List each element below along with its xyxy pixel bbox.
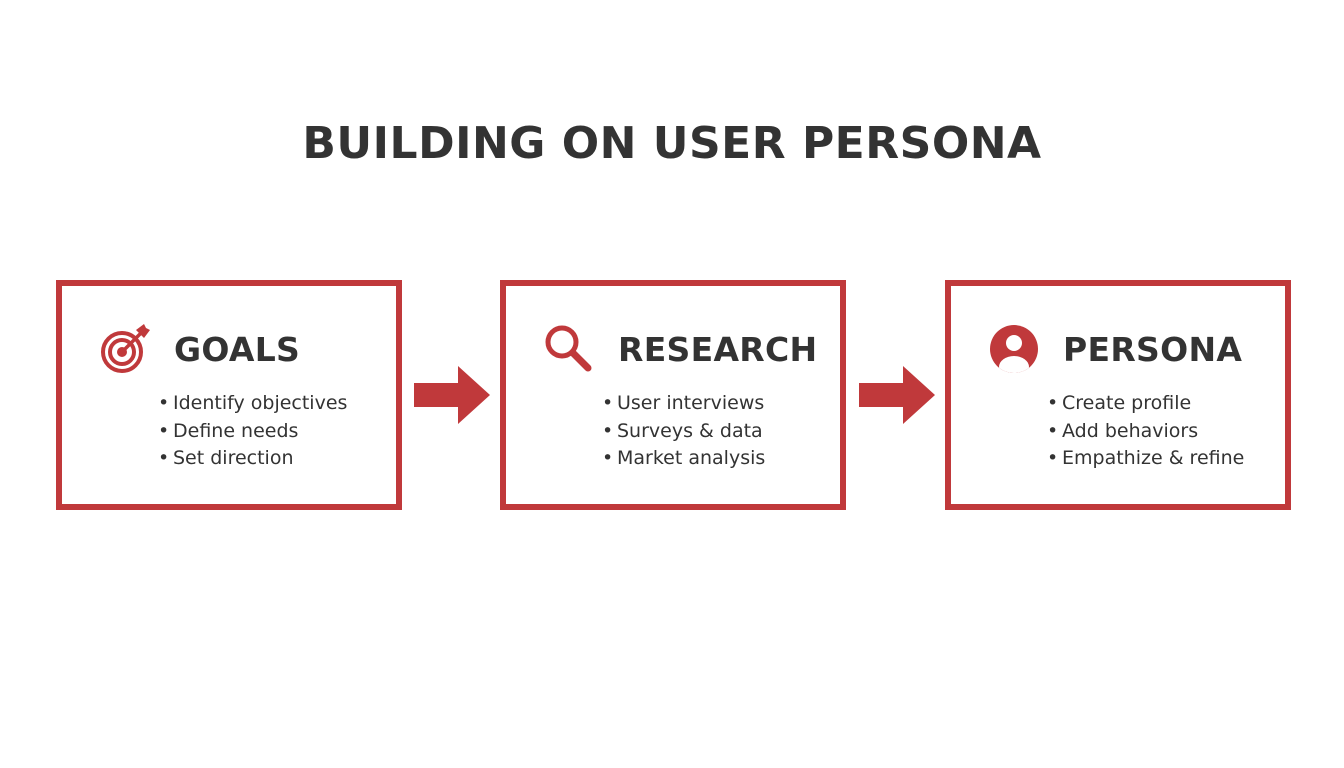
list-item: User interviews [602,390,765,418]
list-item: Set direction [158,445,347,473]
step-heading-research: RESEARCH [618,329,818,369]
list-item: Define needs [158,418,347,446]
arrow-right-icon [859,366,935,424]
step-list-goals: Identify objectives Define needs Set dir… [158,390,347,473]
list-item: Identify objectives [158,390,347,418]
step-box-persona: PERSONA Create profile Add behaviors Emp… [945,280,1291,510]
step-header-persona: PERSONA [987,322,1242,376]
step-heading-persona: PERSONA [1063,329,1243,369]
list-item: Empathize & refine [1047,445,1244,473]
step-heading-goals: GOALS [174,329,301,369]
list-item: Add behaviors [1047,418,1244,446]
step-box-goals: GOALS Identify objectives Define needs S… [56,280,402,510]
list-item: Surveys & data [602,418,765,446]
target-icon [98,322,152,376]
step-header-goals: GOALS [98,322,300,376]
list-item: Market analysis [602,445,765,473]
user-profile-icon [987,322,1041,376]
list-item: Create profile [1047,390,1244,418]
arrow-right-icon [414,366,490,424]
step-box-research: RESEARCH User interviews Surveys & data … [500,280,846,510]
step-list-persona: Create profile Add behaviors Empathize &… [1047,390,1244,473]
step-list-research: User interviews Surveys & data Market an… [602,390,765,473]
diagram-title: BUILDING ON USER PERSONA [302,118,1042,169]
step-header-research: RESEARCH [542,322,817,376]
magnifier-icon [542,322,596,376]
